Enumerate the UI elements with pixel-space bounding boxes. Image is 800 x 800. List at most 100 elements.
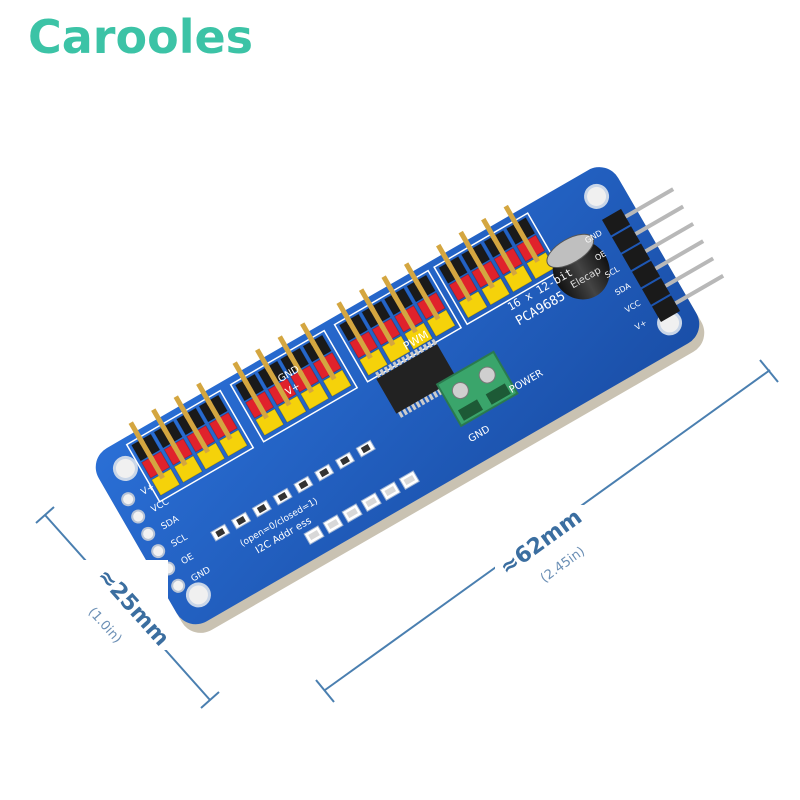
pin bbox=[381, 275, 398, 299]
right-pin bbox=[644, 222, 695, 254]
terminal-slot bbox=[457, 399, 484, 421]
chip-pin bbox=[419, 398, 426, 406]
mounting-hole bbox=[584, 183, 610, 209]
right-pin-housing bbox=[601, 208, 631, 236]
address-pad-inner bbox=[346, 507, 358, 519]
address-pad-inner bbox=[327, 518, 339, 530]
pin bbox=[183, 412, 200, 437]
chip-pin bbox=[432, 391, 439, 398]
brand-logo: Carooles bbox=[28, 10, 254, 64]
pin bbox=[356, 336, 373, 360]
length-dimension: ≈62mm (2.45in) bbox=[315, 359, 779, 703]
pin bbox=[468, 248, 485, 272]
pin bbox=[503, 204, 520, 229]
chip-pin bbox=[392, 361, 398, 369]
smd-resistor bbox=[298, 480, 309, 490]
chip-pin bbox=[431, 338, 437, 346]
pin bbox=[358, 288, 376, 312]
chip-pin bbox=[437, 388, 443, 396]
pin bbox=[446, 261, 463, 285]
chip-pin bbox=[401, 356, 407, 364]
header-group-outline bbox=[125, 389, 255, 503]
address-pad-inner bbox=[365, 496, 378, 508]
pin bbox=[391, 292, 408, 317]
pin bbox=[196, 382, 213, 406]
chip-pin bbox=[383, 366, 390, 374]
pin bbox=[310, 339, 327, 364]
chip-pin bbox=[398, 411, 404, 418]
pin bbox=[346, 318, 363, 343]
pin bbox=[287, 352, 304, 377]
right-pin bbox=[634, 204, 685, 236]
header-group-outline bbox=[433, 212, 562, 326]
pin bbox=[458, 230, 475, 255]
chip-pin bbox=[415, 401, 421, 408]
smd-resistor bbox=[277, 492, 288, 502]
pin bbox=[491, 235, 508, 259]
pin bbox=[173, 395, 190, 419]
right-pin bbox=[664, 256, 715, 288]
right-pin-housing bbox=[641, 278, 671, 305]
smd-resistor bbox=[360, 444, 371, 454]
width-tick bbox=[35, 506, 55, 524]
pin bbox=[481, 217, 498, 242]
pin bbox=[368, 305, 386, 330]
pin bbox=[206, 399, 223, 424]
right-pin-housing bbox=[651, 295, 681, 323]
pin bbox=[138, 438, 155, 463]
smd-resistor bbox=[319, 468, 330, 478]
pin bbox=[275, 383, 292, 407]
chip-pin bbox=[424, 396, 430, 403]
right-pin-housing bbox=[621, 243, 651, 271]
pin bbox=[242, 378, 259, 403]
header-group-outline bbox=[229, 329, 359, 443]
chip-pin bbox=[405, 353, 411, 361]
pin bbox=[265, 365, 282, 390]
pin bbox=[232, 361, 249, 385]
pin bbox=[255, 348, 272, 372]
edge-pad bbox=[151, 544, 166, 559]
pin bbox=[336, 301, 353, 325]
pin bbox=[403, 262, 421, 286]
right-pin-housing bbox=[611, 226, 641, 253]
pin bbox=[297, 370, 314, 394]
pin bbox=[478, 265, 495, 289]
pin bbox=[523, 239, 540, 263]
mounting-hole bbox=[185, 582, 211, 608]
chip-pin bbox=[379, 368, 385, 376]
chip-pin bbox=[388, 363, 394, 371]
pin bbox=[128, 421, 145, 445]
length-tick bbox=[315, 679, 335, 703]
pin bbox=[161, 425, 178, 450]
right-pin bbox=[674, 274, 725, 305]
pin bbox=[436, 243, 453, 268]
pin bbox=[401, 310, 418, 334]
length-label-bg bbox=[495, 505, 595, 575]
address-jumper-pads bbox=[210, 439, 420, 545]
edge-pad bbox=[141, 526, 156, 541]
pin bbox=[320, 357, 337, 381]
smd-resistor bbox=[256, 504, 267, 514]
pin bbox=[513, 222, 530, 246]
width-dimension: ≈25mm (1.0in) bbox=[35, 506, 220, 709]
pin bbox=[151, 408, 168, 432]
chip-pin bbox=[375, 371, 381, 379]
pin bbox=[423, 297, 441, 321]
power-terminal-block bbox=[435, 350, 519, 428]
pin bbox=[148, 456, 165, 480]
pin bbox=[193, 430, 210, 454]
chip-pin bbox=[402, 408, 408, 416]
edge-pad bbox=[121, 492, 136, 507]
width-label-bg bbox=[78, 560, 168, 650]
terminal-slot bbox=[485, 383, 511, 405]
chip-pin bbox=[427, 341, 433, 349]
pca9685-chip bbox=[376, 344, 457, 414]
smd-resistor bbox=[339, 456, 350, 466]
pin bbox=[501, 252, 518, 276]
right-header bbox=[601, 187, 725, 323]
chip-pin bbox=[422, 343, 429, 351]
pin bbox=[413, 279, 431, 304]
chip-pin bbox=[428, 393, 434, 401]
address-pad-inner bbox=[403, 474, 416, 486]
